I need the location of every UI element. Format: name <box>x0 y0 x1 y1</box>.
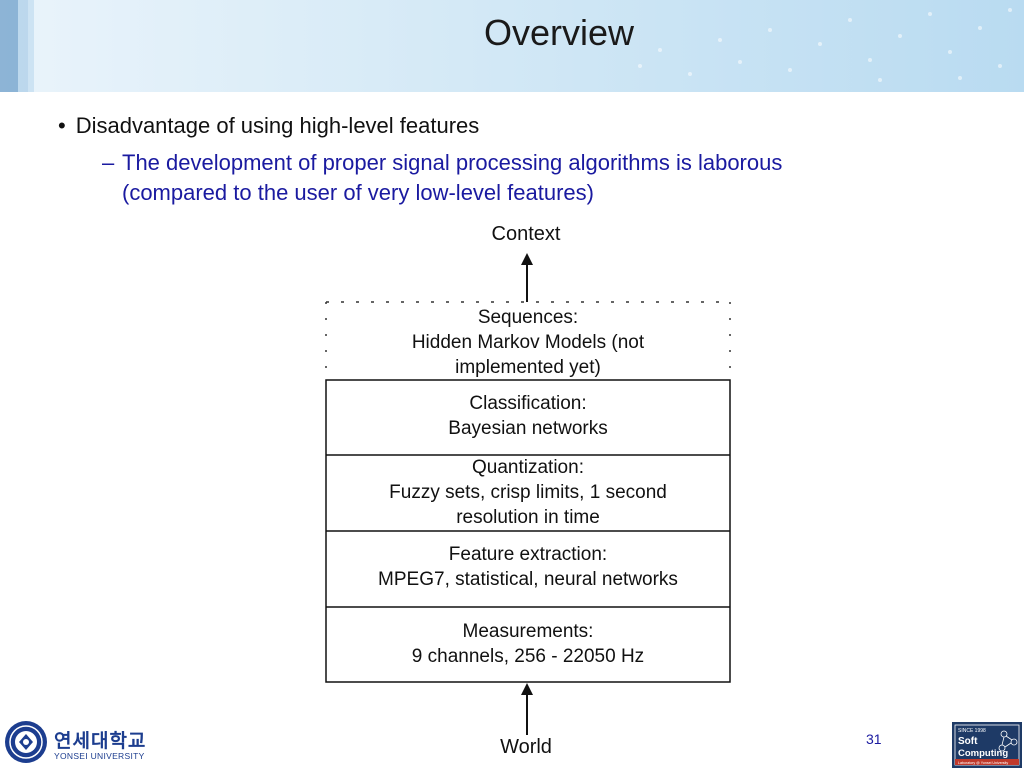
bullet-level2: – The development of proper signal proce… <box>102 148 922 208</box>
arrowhead-world <box>521 683 533 695</box>
network-icon <box>998 730 1018 752</box>
title-band: Overview <box>0 0 1024 92</box>
header-decoration <box>0 0 1012 92</box>
yonsei-korean-name: 연세대학교 <box>54 731 147 752</box>
context-label: Context <box>491 223 561 245</box>
sc-soft-text: Soft <box>958 736 978 747</box>
layer-diagram: Context Sequences: Hidden Markov Models … <box>300 215 760 768</box>
layer-sequences: Sequences: Hidden Markov Models (not imp… <box>326 302 730 380</box>
sc-caption-text: Laboratory @ Yonsei University <box>958 761 1008 765</box>
layer-line: implemented yet) <box>455 357 601 378</box>
yonsei-logo: 연세대학교 YONSEI UNIVERSITY <box>4 720 154 764</box>
dash-marker: – <box>102 150 115 175</box>
sc-since-text: SINCE 1998 <box>958 728 986 734</box>
layer-measurements: Measurements: 9 channels, 256 - 22050 Hz <box>326 607 730 682</box>
bullet-level1-text: Disadvantage of using high-level feature… <box>75 113 480 138</box>
world-label: World <box>500 736 552 758</box>
layer-line: MPEG7, statistical, neural networks <box>378 569 678 590</box>
layer-line: Quantization: <box>472 457 584 478</box>
diagram-lines <box>325 253 731 735</box>
layer-classification: Classification: Bayesian networks <box>326 380 730 455</box>
layer-line: Feature extraction: <box>448 544 608 565</box>
layer-line: Sequences: <box>477 307 579 328</box>
layer-line: Fuzzy sets, crisp limits, 1 second <box>389 482 667 503</box>
bullet-level2-line2: (compared to the user of very low-level … <box>122 180 594 205</box>
yonsei-english-name: YONSEI UNIVERSITY <box>54 751 145 761</box>
layer-feature-extraction: Feature extraction: MPEG7, statistical, … <box>326 531 730 607</box>
slide-title: Overview <box>483 12 635 53</box>
page-number: 31 <box>866 731 882 747</box>
layer-quantization: Quantization: Fuzzy sets, crisp limits, … <box>326 455 730 531</box>
bullet-level1: • Disadvantage of using high-level featur… <box>58 112 479 140</box>
arrowhead-context <box>521 253 533 265</box>
yonsei-emblem-icon <box>5 721 47 763</box>
layer-line: Classification: <box>469 393 587 414</box>
sc-computing-text: Computing <box>958 748 1008 759</box>
bullet-marker: • <box>58 113 66 138</box>
bullet-level2-line1: The development of proper signal process… <box>122 150 783 175</box>
layer-line: Hidden Markov Models (not <box>411 332 645 353</box>
layer-line: Bayesian networks <box>448 418 608 439</box>
layer-line: resolution in time <box>456 507 600 528</box>
layer-line: Measurements: <box>462 621 594 642</box>
layer-line: 9 channels, 256 - 22050 Hz <box>411 646 645 667</box>
soft-computing-logo: SINCE 1998 Soft Computing Laboratory @ Y… <box>952 722 1022 768</box>
